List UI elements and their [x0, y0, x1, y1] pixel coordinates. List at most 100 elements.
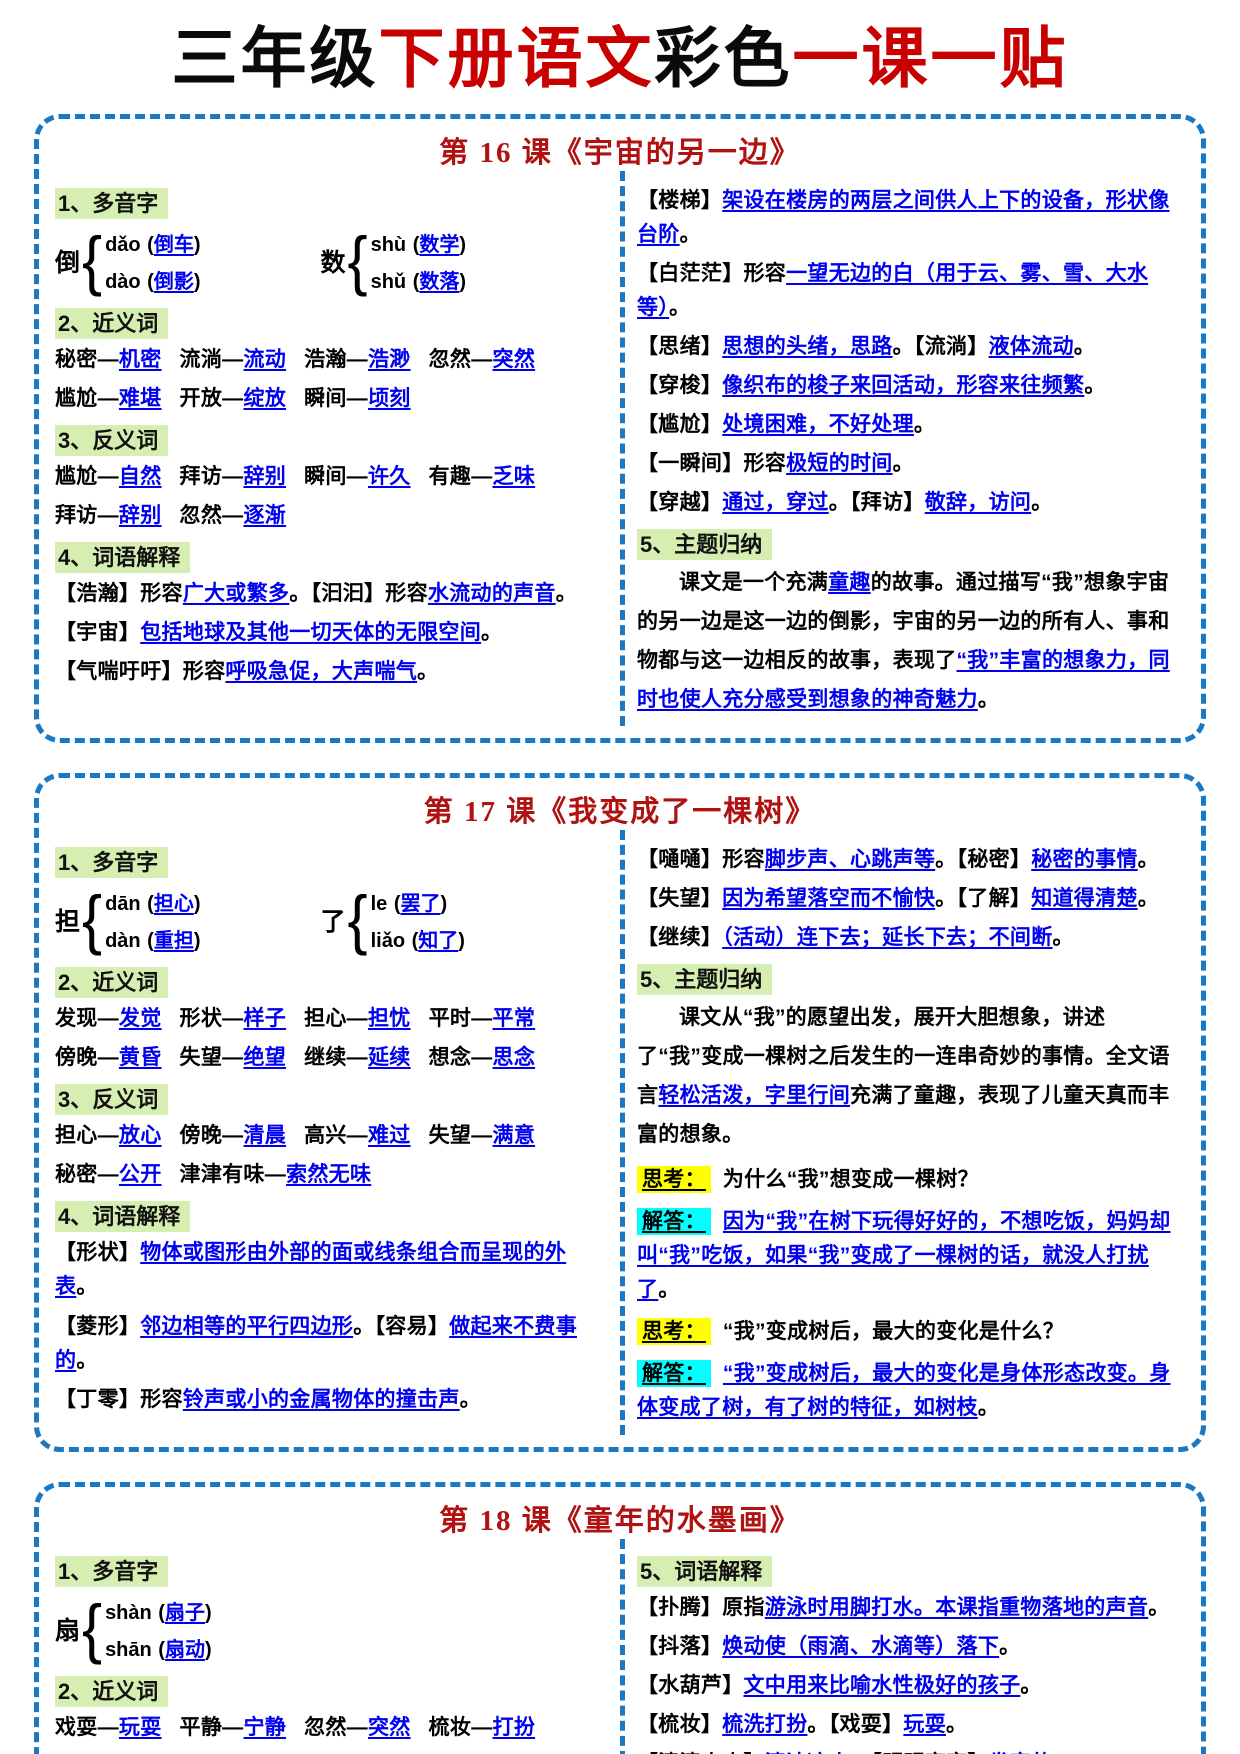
text-segment: 。【流淌】 — [892, 334, 989, 358]
lesson-17-left-column: 1、多音字担{dān (担心)dàn (重担)了{le (罢了)liǎo (知了… — [55, 838, 603, 1433]
section-header: 3、反义词 — [55, 423, 603, 456]
word-pair: 浩瀚—浩渺 — [304, 348, 411, 371]
reading-word: 扇动 — [164, 1638, 205, 1661]
pair-word: 失望 — [179, 1046, 223, 1070]
text-line: 【丁零】形容铃声或小的金属物体的撞击声。 — [55, 1383, 603, 1417]
pair-answer: 思念 — [492, 1046, 536, 1070]
pinyin-text: shǔ — [370, 270, 407, 293]
polyphone-row: 扇{shàn (扇子)shān (扇动) — [55, 1595, 603, 1662]
text-segment: 。 — [669, 295, 691, 319]
word-pair: 高兴—难过 — [304, 1124, 411, 1147]
section-header-label: 3、反义词 — [55, 1084, 169, 1116]
section-header-label: 4、词语解释 — [55, 541, 191, 573]
pair-word: 想念 — [428, 1046, 472, 1070]
pair-word: 平静 — [179, 1715, 223, 1739]
column-divider — [620, 170, 625, 727]
text-line: 【穿梭】像织布的梭子来回活动，形容来往频繁。 — [637, 369, 1185, 403]
pinyin-text: liǎo — [370, 930, 406, 953]
text-segment: 【清清爽爽】 — [637, 1752, 765, 1754]
text-segment: 。 — [658, 1277, 680, 1301]
polyphone-char: 倒 — [55, 248, 81, 277]
pair-answer: 辞别 — [243, 464, 287, 488]
text-segment: 邻边相等的平行四边形 — [140, 1314, 354, 1338]
lesson-17-card: 第 17 课《我变成了一棵树》 1、多音字担{dān (担心)dàn (重担)了… — [34, 773, 1206, 1452]
section-header: 4、词语解释 — [55, 1199, 603, 1233]
pair-dash: — — [471, 1007, 493, 1031]
qa-label: 思考： — [637, 1165, 711, 1193]
polyphone-reading: shù (数学) — [371, 228, 466, 257]
word-pair: 津津有味—索然无味 — [180, 1163, 372, 1186]
lesson-17-right-column: 【嗵嗵】形容脚步声、心跳声等。【秘密】秘密的事情。【失望】因为希望落空而不愉快。… — [637, 838, 1185, 1433]
brace-glyph: { — [82, 223, 103, 298]
polyphone-group: 倒{dǎo (倒车)dào (倒影) — [55, 223, 201, 298]
pair-word: 浩瀚 — [304, 347, 347, 371]
pair-word: 拜访 — [179, 464, 223, 488]
text-segment: 一望无边的白（用于云、雾、雪、大水等） — [637, 261, 1149, 319]
text-segment: 文中用来比喻水性极好的孩子 — [743, 1673, 1021, 1697]
word-pair: 失望—满意 — [429, 1124, 536, 1147]
paren-close: ) — [204, 1638, 212, 1661]
text-segment: 梳洗打扮 — [722, 1712, 808, 1736]
section-header: 1、多音字 — [55, 1554, 603, 1587]
pinyin-text: dān — [105, 893, 141, 916]
word-pair: 开放—绽放 — [180, 387, 287, 410]
text-segment: 秘密的事情 — [1031, 848, 1138, 872]
paren-close: ) — [458, 930, 465, 953]
paren-close: ) — [193, 270, 201, 293]
pair-dash: — — [346, 386, 368, 410]
word-pair: 忽然—逐渐 — [180, 504, 287, 527]
reading-word: 重担 — [153, 930, 194, 953]
text-segment: 。 — [417, 659, 439, 683]
pair-dash: — — [97, 1163, 119, 1187]
text-segment: 。【汩汩】形容 — [289, 581, 428, 605]
section-header-label: 1、多音字 — [55, 187, 169, 219]
pair-dash: — — [346, 1124, 368, 1148]
pair-word: 尴尬 — [55, 464, 98, 488]
text-segment: 【丁零】形容 — [55, 1387, 183, 1411]
pair-answer: 机密 — [118, 347, 162, 371]
pair-answer: 辞别 — [118, 503, 162, 527]
text-segment: 【白茫茫】形容 — [637, 261, 787, 285]
text-line: 【形状】物体或图形由外部的面或线条组合而呈现的外表。 — [55, 1236, 603, 1304]
text-segment: 处境困难，不好处理 — [722, 412, 914, 436]
pair-word: 戏耍 — [55, 1715, 98, 1739]
pair-dash: — — [346, 347, 368, 371]
section-header-label: 5、词语解释 — [637, 1555, 773, 1587]
polyphone-group: 扇{shàn (扇子)shān (扇动) — [55, 1595, 212, 1662]
section-header-label: 3、反义词 — [55, 424, 169, 456]
section-header-label: 4、词语解释 — [55, 1201, 191, 1233]
qa-label: 解答： — [637, 1359, 711, 1387]
text-segment: 做起来不费事的 — [55, 1314, 578, 1372]
text-line: 【继续】（活动）连下去；延长下去；不间断。 — [637, 921, 1185, 955]
pair-answer: 黄昏 — [118, 1046, 162, 1070]
word-pair: 秘密—机密 — [55, 348, 162, 371]
text-segment: 。 — [481, 620, 503, 644]
text-segment: 。 — [1053, 1752, 1074, 1754]
word-pair: 平时—平常 — [429, 1007, 536, 1030]
pair-answer: 满意 — [492, 1124, 536, 1148]
text-segment: 游泳时用脚打水。本课指重物落地的声音 — [764, 1595, 1149, 1619]
polyphone-reading: le (罢了) — [371, 887, 465, 916]
word-pair-line: 拜访—辞别忽然—逐渐 — [55, 499, 603, 533]
lesson-18-title: 第 18 课《童年的水墨画》 — [439, 1504, 801, 1537]
polyphone-group: 了{le (罢了)liǎo (知了) — [321, 887, 465, 953]
text-segment: 液体流动 — [988, 334, 1074, 358]
text-segment: 。 — [1137, 848, 1160, 872]
text-segment: 。 — [1073, 334, 1096, 358]
section-header: 5、词语解释 — [637, 1554, 1185, 1587]
word-pair-line: 秘密—公开津津有味—索然无味 — [55, 1158, 603, 1192]
pair-dash: — — [346, 1715, 368, 1739]
text-segment: 铃声或小的金属物体的撞击声 — [182, 1387, 460, 1411]
paren-open: ( — [388, 893, 401, 916]
word-pair: 傍晚—黄昏 — [55, 1046, 162, 1069]
paren-open: ( — [406, 930, 419, 953]
text-line: 【抖落】焕动使（雨滴、水滴等）落下。 — [637, 1630, 1185, 1664]
text-segment: 。 — [892, 452, 914, 475]
pair-dash: — — [97, 1046, 119, 1070]
word-pair: 流淌—流动 — [180, 348, 287, 371]
text-segment: 的故事。通过描写“我”想象宇宙的另一边是这一边的倒影，宇宙的另一边的所有人、事和… — [637, 571, 1170, 672]
pair-answer: 难堪 — [118, 386, 162, 410]
pair-dash: — — [222, 464, 244, 488]
paren-close: ) — [204, 1601, 212, 1624]
